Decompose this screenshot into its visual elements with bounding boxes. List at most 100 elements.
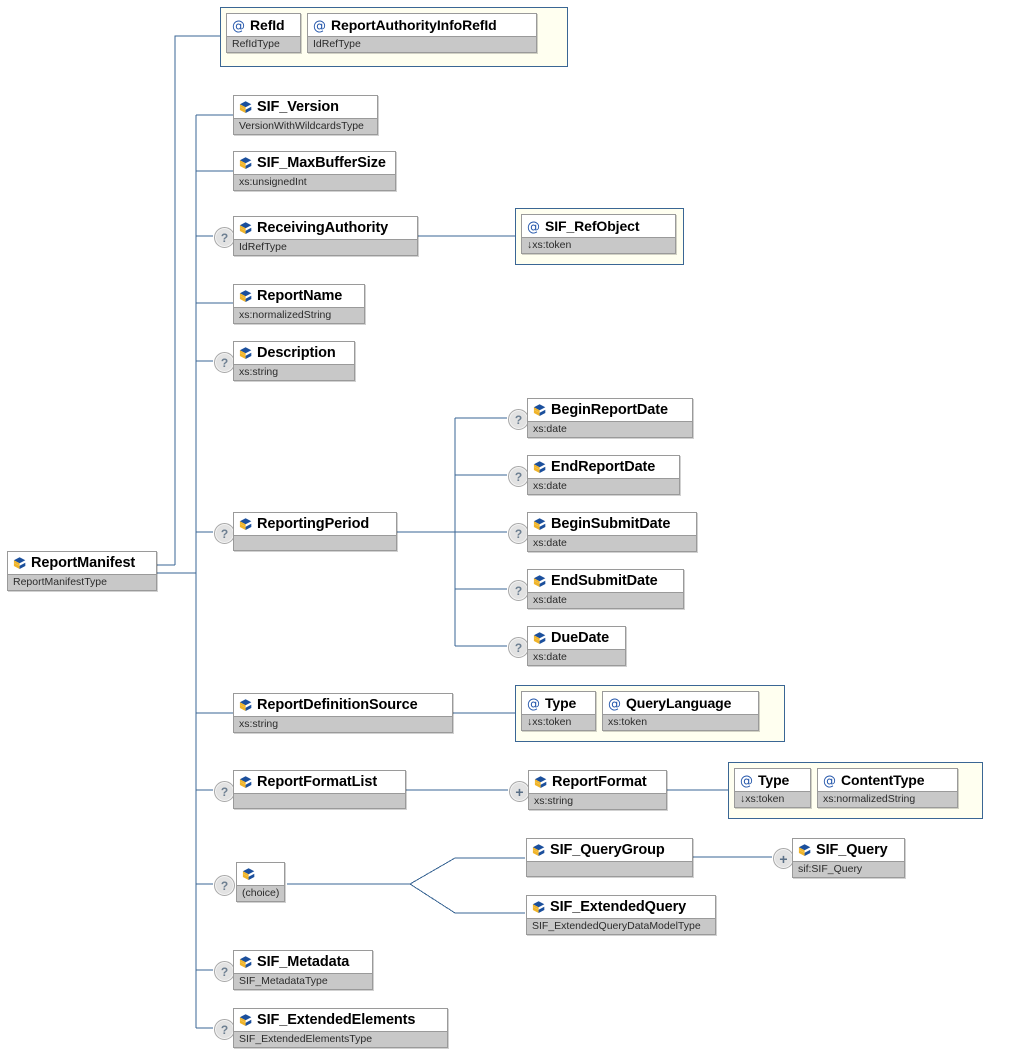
node-begin-report-date[interactable]: BeginReportDate xs:date (527, 398, 693, 438)
occurrence-marker-optional[interactable]: ? (508, 466, 529, 487)
occurrence-marker-optional[interactable]: ? (214, 875, 235, 896)
node-type: xs:date (528, 421, 692, 437)
element-icon (797, 843, 812, 857)
node-type: xs:date (528, 535, 696, 551)
occurrence-marker-repeating[interactable]: + (509, 781, 530, 802)
node-sif-extendedelements[interactable]: SIF_ExtendedElements SIF_ExtendedElement… (233, 1008, 448, 1048)
node-header: Description (234, 342, 354, 364)
node-attr-content-type[interactable]: @ ContentType xs:normalizedString (817, 768, 958, 808)
node-type: xs:string (234, 716, 452, 732)
node-choice[interactable]: (choice) (236, 862, 285, 902)
node-attr-type-rds[interactable]: @ Type ↓xs:token (521, 691, 596, 731)
occurrence-marker-optional[interactable]: ? (508, 409, 529, 430)
node-type: xs:normalizedString (234, 307, 364, 323)
node-type: sif:SIF_Query (793, 861, 904, 877)
node-name: EndReportDate (551, 459, 656, 475)
node-sif-version[interactable]: SIF_Version VersionWithWildcardsType (233, 95, 378, 135)
node-name: Type (545, 695, 577, 711)
occurrence-marker-optional[interactable]: ? (214, 227, 235, 248)
node-sif-maxbuffersize[interactable]: SIF_MaxBufferSize xs:unsignedInt (233, 151, 396, 191)
occurrence-marker-optional[interactable]: ? (508, 580, 529, 601)
node-header: @ QueryLanguage (603, 692, 758, 714)
element-icon (241, 867, 256, 881)
node-name: Description (257, 345, 336, 361)
node-name: EndSubmitDate (551, 573, 658, 589)
node-due-date[interactable]: DueDate xs:date (527, 626, 626, 666)
node-header: ReportDefinitionSource (234, 694, 452, 716)
element-icon (238, 698, 253, 712)
node-type: SIF_ExtendedQueryDataModelType (527, 918, 715, 934)
node-sif-metadata[interactable]: SIF_Metadata SIF_MetadataType (233, 950, 373, 990)
node-type: xs:string (529, 793, 666, 809)
node-report-name[interactable]: ReportName xs:normalizedString (233, 284, 365, 324)
node-type: xs:date (528, 649, 625, 665)
node-report-format[interactable]: ReportFormat xs:string (528, 770, 667, 810)
element-icon (532, 403, 547, 417)
node-name: Type (758, 772, 790, 788)
occurrence-marker-optional[interactable]: ? (214, 961, 235, 982)
node-attr-sif-refobject[interactable]: @ SIF_RefObject ↓xs:token (521, 214, 676, 254)
element-icon (532, 631, 547, 645)
node-type: xs:string (234, 364, 354, 380)
node-header: @ SIF_RefObject (522, 215, 675, 237)
node-header: SIF_ExtendedElements (234, 1009, 447, 1031)
svg-text:@: @ (740, 774, 753, 788)
node-name: SIF_Query (816, 842, 888, 858)
node-receiving-authority[interactable]: ReceivingAuthority IdRefType (233, 216, 418, 256)
node-sif-query[interactable]: SIF_Query sif:SIF_Query (792, 838, 905, 878)
node-reporting-period[interactable]: ReportingPeriod (233, 512, 397, 551)
occurrence-marker-optional[interactable]: ? (508, 523, 529, 544)
svg-text:@: @ (232, 19, 245, 33)
node-name: QueryLanguage (626, 695, 732, 711)
node-attr-type-rf[interactable]: @ Type ↓xs:token (734, 768, 811, 808)
node-header: @ ContentType (818, 769, 957, 791)
node-header: SIF_MaxBufferSize (234, 152, 395, 174)
node-name: DueDate (551, 630, 610, 646)
node-name: SIF_ExtendedQuery (550, 899, 687, 915)
node-type: xs:normalizedString (818, 791, 957, 807)
element-icon (238, 289, 253, 303)
node-attr-report-authority-info-refid[interactable]: @ ReportAuthorityInfoRefId IdRefType (307, 13, 537, 53)
node-attr-refid[interactable]: @ RefId RefIdType (226, 13, 301, 53)
node-header: BeginReportDate (528, 399, 692, 421)
node-name: SIF_Metadata (257, 954, 350, 970)
occurrence-marker-optional[interactable]: ? (214, 781, 235, 802)
element-icon (532, 574, 547, 588)
node-name: RefId (250, 17, 285, 33)
node-name: ReportAuthorityInfoRefId (331, 17, 497, 33)
node-header (237, 863, 284, 885)
node-report-format-list[interactable]: ReportFormatList (233, 770, 406, 809)
node-header: DueDate (528, 627, 625, 649)
node-type: ReportManifestType (8, 574, 156, 590)
node-header: ReportingPeriod (234, 513, 396, 535)
node-end-report-date[interactable]: EndReportDate xs:date (527, 455, 680, 495)
node-type: (choice) (237, 885, 284, 901)
node-attr-query-language[interactable]: @ QueryLanguage xs:token (602, 691, 759, 731)
occurrence-marker-repeating[interactable]: + (773, 848, 794, 869)
node-report-definition-source[interactable]: ReportDefinitionSource xs:string (233, 693, 453, 733)
occurrence-marker-optional[interactable]: ? (214, 523, 235, 544)
attribute-icon: @ (607, 696, 622, 712)
occurrence-marker-optional[interactable]: ? (508, 637, 529, 658)
occurrence-marker-optional[interactable]: ? (214, 1019, 235, 1040)
node-sif-querygroup[interactable]: SIF_QueryGroup (526, 838, 693, 877)
element-icon (238, 346, 253, 360)
node-report-manifest[interactable]: ReportManifest ReportManifestType (7, 551, 157, 591)
node-type: SIF_ExtendedElementsType (234, 1031, 447, 1047)
svg-text:@: @ (527, 697, 540, 711)
node-type: ↓xs:token (735, 791, 810, 807)
node-type (234, 793, 405, 808)
node-header: SIF_ExtendedQuery (527, 896, 715, 918)
node-sif-extendedquery[interactable]: SIF_ExtendedQuery SIF_ExtendedQueryDataM… (526, 895, 716, 935)
occurrence-marker-optional[interactable]: ? (214, 352, 235, 373)
node-begin-submit-date[interactable]: BeginSubmitDate xs:date (527, 512, 697, 552)
element-icon (532, 517, 547, 531)
element-icon (238, 100, 253, 114)
node-description[interactable]: Description xs:string (233, 341, 355, 381)
node-name: SIF_QueryGroup (550, 842, 665, 858)
node-end-submit-date[interactable]: EndSubmitDate xs:date (527, 569, 684, 609)
node-name: ReportingPeriod (257, 516, 370, 532)
node-header: @ ReportAuthorityInfoRefId (308, 14, 536, 36)
